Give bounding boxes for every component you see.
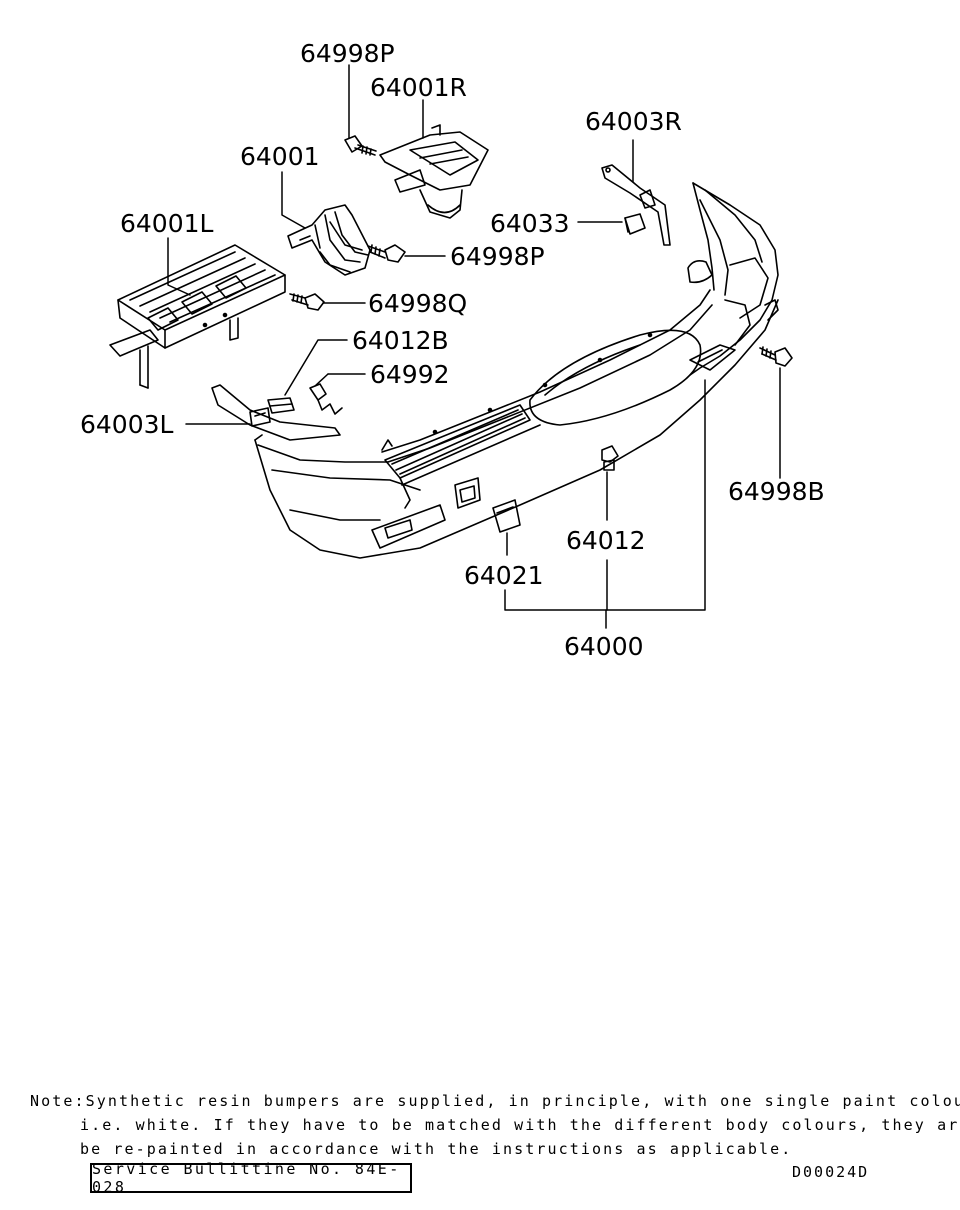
- bolt-64998Q: [289, 293, 325, 311]
- stay-64003R: [601, 164, 671, 246]
- label-64003R: 64003R: [585, 107, 682, 136]
- bolt-64998P-mid: [367, 244, 406, 263]
- drawing-number: D00024D: [792, 1163, 870, 1181]
- note-line-2: i.e. white. If they have to be matched w…: [80, 1116, 960, 1134]
- bolt-64998B: [759, 346, 793, 367]
- service-bulletin-box: Service Bullittine No. 84E-028: [90, 1160, 412, 1196]
- stay-64003L: [211, 384, 341, 441]
- label-64033: 64033: [490, 209, 570, 238]
- retainer-64012B: [267, 397, 295, 414]
- label-64998B: 64998B: [728, 477, 825, 506]
- service-bulletin-text: Service Bullittine No. 84E-028: [92, 1160, 401, 1196]
- note-line-3: be re-painted in accordance with the ins…: [80, 1140, 793, 1158]
- label-64001L: 64001L: [120, 209, 214, 238]
- pad-64033: [624, 213, 646, 235]
- label-64003L: 64003L: [80, 410, 174, 439]
- label-64998P-top: 64998P: [300, 39, 395, 68]
- label-64001R: 64001R: [370, 73, 467, 102]
- label-64998Q: 64998Q: [368, 289, 467, 318]
- leader-lines: [167, 64, 781, 629]
- bolt-64998P-top: [344, 135, 377, 156]
- label-64998P-mid: 64998P: [450, 242, 545, 271]
- label-64012B: 64012B: [352, 326, 449, 355]
- rear-bumper-64000: [254, 182, 779, 559]
- clip-64012: [601, 445, 619, 471]
- label-64000: 64000: [564, 632, 644, 661]
- clip-64992: [309, 383, 343, 415]
- label-64001: 64001: [240, 142, 320, 171]
- note-line-1: Note:Synthetic resin bumpers are supplie…: [30, 1092, 960, 1110]
- plate-64021: [492, 499, 521, 533]
- label-64992: 64992: [370, 360, 450, 389]
- label-64021: 64021: [464, 561, 544, 590]
- label-64012: 64012: [566, 526, 646, 555]
- bracket-64001R: [379, 124, 489, 219]
- bracket-64001L: [109, 244, 286, 389]
- bracket-64001: [287, 204, 371, 276]
